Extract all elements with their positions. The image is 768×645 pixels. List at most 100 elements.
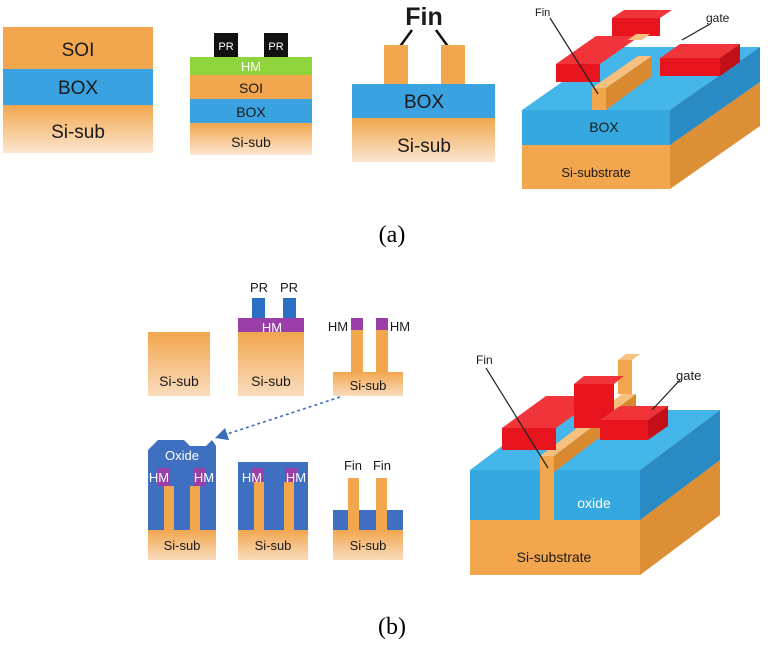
b7-fin-pointer bbox=[485, 367, 549, 469]
b-step3-fin-etch: HM HM Si-sub bbox=[328, 318, 410, 396]
b2-pr-left-label: PR bbox=[250, 280, 268, 295]
b2-si-sub-label: Si-sub bbox=[251, 373, 291, 389]
b7-gate-top-right bbox=[600, 406, 668, 420]
b4-hm-left-block bbox=[158, 468, 170, 486]
a4-substrate-side bbox=[670, 82, 760, 189]
a4-gate-center bbox=[612, 18, 660, 36]
b4-hm-left-label: HM bbox=[149, 470, 169, 485]
a1-si-sub-layer bbox=[3, 105, 153, 153]
b6-fin-left-label: Fin bbox=[344, 458, 362, 473]
a2-box-label: BOX bbox=[236, 104, 266, 120]
a4-fin-label: Fin bbox=[535, 7, 550, 19]
a4-gate-top-right bbox=[660, 44, 740, 58]
a2-soi-label: SOI bbox=[239, 80, 263, 96]
b5-hm-right-block bbox=[285, 468, 297, 482]
a4-fin-side bbox=[606, 56, 652, 110]
b5-hm-right-label: HM bbox=[286, 470, 306, 485]
b7-oxide-front bbox=[470, 470, 640, 520]
b3-fin-right bbox=[376, 330, 388, 372]
b3-si-sub bbox=[333, 372, 403, 396]
a1-si-sub-label: Si-sub bbox=[51, 122, 105, 143]
b-device-bulk-finfet: Fin gate oxide Si-substrate bbox=[470, 353, 720, 575]
b6-oxide-mid bbox=[359, 510, 376, 530]
b5-fin-right bbox=[284, 482, 294, 530]
b-step6-oxide-recess: Fin Fin Si-sub bbox=[333, 458, 403, 560]
b7-gate-front-left bbox=[502, 428, 556, 450]
b3-hm-left-label: HM bbox=[328, 319, 348, 334]
b7-gate-front-right bbox=[600, 420, 648, 440]
a1-box-label: BOX bbox=[58, 78, 98, 99]
a3-box-label: BOX bbox=[404, 92, 444, 113]
a4-gate-front-left bbox=[556, 64, 600, 82]
b6-fin-left bbox=[348, 478, 359, 530]
b-step2-lithography: PR PR HM Si-sub bbox=[238, 280, 304, 396]
b7-oxide-label: oxide bbox=[577, 495, 611, 511]
a2-pr-left bbox=[214, 33, 238, 57]
b5-hm-left-label: HM bbox=[242, 470, 262, 485]
caption-a: (a) bbox=[379, 222, 406, 248]
a1-box-layer bbox=[3, 69, 153, 105]
a1-soi-layer bbox=[3, 27, 153, 69]
b5-hm-left-block bbox=[251, 468, 263, 482]
a3-fin-label: Fin bbox=[405, 3, 443, 31]
b4-si-sub bbox=[148, 530, 216, 560]
a3-box-layer bbox=[352, 84, 495, 118]
b7-oxide-side bbox=[640, 410, 720, 520]
a4-gate-label: gate bbox=[706, 11, 730, 25]
b6-oxide-left bbox=[333, 510, 348, 530]
a4-fin-top bbox=[592, 56, 652, 88]
panel-a: SOI BOX Si-sub PR PR HM SOI BOX Si-sub F… bbox=[3, 3, 760, 248]
b7-fin-label: Fin bbox=[476, 353, 493, 367]
a-step2-lithography: PR PR HM SOI BOX Si-sub bbox=[190, 33, 312, 155]
a4-box-side bbox=[670, 47, 760, 145]
a3-fin-left bbox=[384, 45, 408, 84]
b4-fin-left bbox=[164, 486, 174, 530]
b5-fin-left bbox=[254, 482, 264, 530]
b1-si-sub bbox=[148, 332, 210, 396]
b7-fin-back bbox=[618, 360, 632, 394]
b7-substrate-label: Si-substrate bbox=[517, 549, 592, 565]
b3-hm-left bbox=[351, 318, 363, 330]
b5-si-sub bbox=[238, 530, 308, 560]
b2-hm-label: HM bbox=[262, 320, 282, 335]
a4-gate-front-right bbox=[660, 58, 720, 76]
a-step3-fin-etch: Fin BOX Si-sub bbox=[352, 3, 495, 162]
b2-pr-right bbox=[283, 298, 296, 318]
b3-hm-right bbox=[376, 318, 388, 330]
flow-arrow-step3-to-step4 bbox=[214, 396, 341, 441]
b7-gate-center-top bbox=[574, 376, 624, 384]
a3-si-sub-layer bbox=[352, 118, 495, 162]
b-step5-planarize: HM HM Si-sub bbox=[238, 462, 308, 560]
a4-substrate-front bbox=[522, 145, 670, 189]
b6-si-sub-label: Si-sub bbox=[350, 538, 387, 553]
a3-fin-right bbox=[441, 45, 465, 84]
b6-oxide-right bbox=[387, 510, 403, 530]
b7-gate-label: gate bbox=[676, 368, 701, 383]
b4-si-sub-label: Si-sub bbox=[164, 538, 201, 553]
a4-gate-side-right bbox=[720, 44, 740, 76]
b-step1-bulk-wafer: Si-sub bbox=[148, 332, 210, 396]
b6-fin-right-label: Fin bbox=[373, 458, 391, 473]
b3-fin-left bbox=[351, 330, 363, 372]
panel-b: Si-sub PR PR HM Si-sub HM HM Si-sub bbox=[148, 280, 720, 640]
b5-si-sub-label: Si-sub bbox=[255, 538, 292, 553]
a2-pr-right bbox=[264, 33, 288, 57]
a1-soi-label: SOI bbox=[62, 40, 95, 61]
b3-hm-right-label: HM bbox=[390, 319, 410, 334]
b7-gate-side-right bbox=[648, 406, 668, 440]
b7-substrate-side bbox=[640, 460, 720, 575]
b2-hm-layer bbox=[238, 318, 304, 332]
a-step1-soi-wafer: SOI BOX Si-sub bbox=[3, 27, 153, 153]
a2-si-sub-label: Si-sub bbox=[231, 134, 271, 150]
b3-si-sub-label: Si-sub bbox=[350, 378, 387, 393]
a2-pr-right-label: PR bbox=[268, 41, 283, 53]
a3-si-sub-label: Si-sub bbox=[397, 136, 451, 157]
b4-hm-right-block bbox=[194, 468, 206, 486]
a2-box-layer bbox=[190, 99, 312, 123]
b4-fin-right bbox=[190, 486, 200, 530]
a4-fin-pointer bbox=[549, 17, 599, 95]
b4-hm-right-label: HM bbox=[194, 470, 214, 485]
b7-gate-pointer bbox=[651, 379, 681, 411]
b2-pr-right-label: PR bbox=[280, 280, 298, 295]
